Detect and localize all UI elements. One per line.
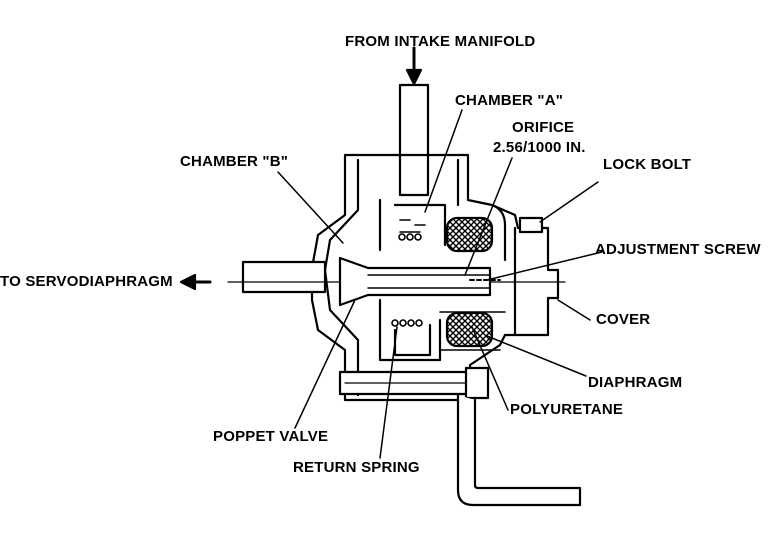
cover bbox=[490, 203, 560, 347]
lock-bolt bbox=[518, 216, 544, 234]
label-orifice: ORIFICE bbox=[512, 119, 575, 136]
label-cover: COVER bbox=[596, 311, 651, 328]
label-poppet-valve: POPPET VALVE bbox=[213, 428, 329, 445]
return-spring bbox=[391, 319, 423, 327]
servo-outlet-tube bbox=[179, 260, 566, 294]
label-to-servodiaphragm: TO SERVODIAPHRAGM bbox=[0, 273, 173, 290]
leader-lines bbox=[277, 109, 603, 459]
bottom-bolt bbox=[338, 366, 490, 400]
bent-rod bbox=[456, 393, 582, 507]
label-chamber-a: CHAMBER "A" bbox=[455, 92, 564, 109]
label-from-intake-manifold: FROM INTAKE MANIFOLD bbox=[345, 33, 536, 50]
intake-tube bbox=[398, 46, 430, 197]
label-lock-bolt: LOCK BOLT bbox=[603, 156, 692, 173]
label-adjustment-screw: ADJUSTMENT SCREW bbox=[595, 241, 761, 258]
label-polyuretane: POLYURETANE bbox=[510, 401, 624, 418]
polyuretane-upper bbox=[445, 216, 494, 253]
label-diaphragm: DIAPHRAGM bbox=[588, 374, 683, 391]
upper-spring bbox=[398, 233, 422, 241]
label-return-spring: RETURN SPRING bbox=[293, 459, 420, 476]
label-chamber-b: CHAMBER "B" bbox=[180, 153, 289, 170]
poppet-valve bbox=[338, 256, 492, 307]
diaphragm bbox=[439, 311, 506, 351]
label-orifice-size: 2.56/1000 IN. bbox=[493, 139, 586, 156]
polyuretane-lower bbox=[445, 311, 494, 348]
